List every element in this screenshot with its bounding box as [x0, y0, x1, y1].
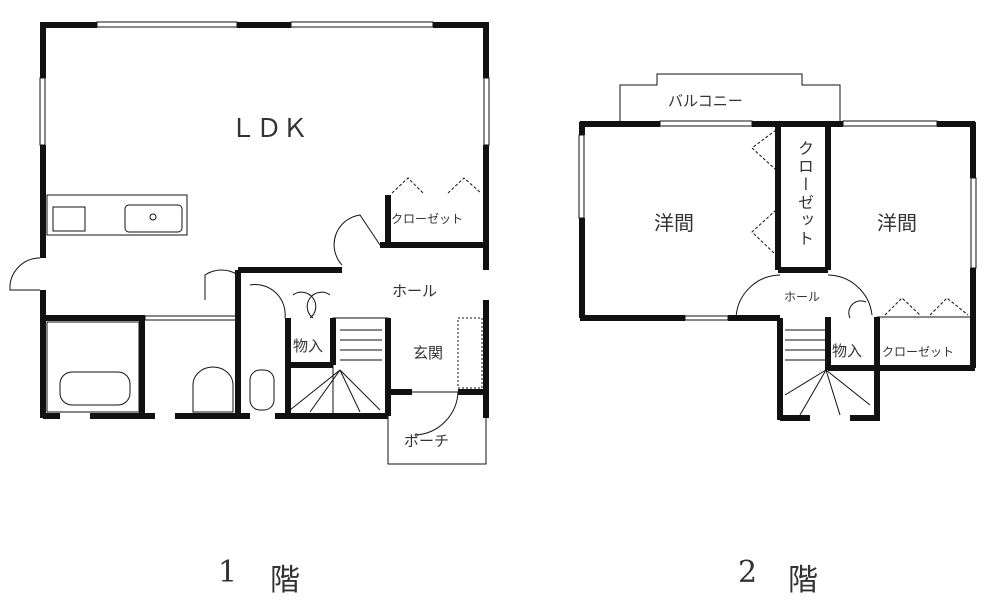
- floor1-title-kanji: 階: [270, 563, 300, 598]
- floor2-doors: [735, 274, 974, 368]
- room-label-closet-2f: クローゼット: [882, 345, 955, 359]
- floor1-windows: [39, 21, 490, 321]
- floor1-doors: [9, 214, 459, 436]
- floor1-stairs: [289, 317, 389, 417]
- room-label-porch: ポーチ: [404, 432, 450, 450]
- porch-outline: [387, 391, 487, 465]
- room-label-hall-2f: ホール: [784, 290, 821, 304]
- kitchen-counter: [46, 194, 188, 236]
- room-label-storage-1f: 物入: [293, 337, 324, 355]
- floor2-stairs: [784, 329, 871, 416]
- room-label-closet-1f: クローゼット: [391, 212, 464, 226]
- floor2-title-number: 2: [738, 555, 758, 590]
- bath-fixtures: [46, 321, 275, 413]
- room-label-closet-vertical: クローゼット: [795, 140, 814, 248]
- balcony-outline: [619, 73, 841, 122]
- floor2-closet-doors: [751, 129, 969, 316]
- floor1-title-number: 1: [218, 555, 238, 590]
- room-label-western-room-left: 洋間: [654, 211, 694, 235]
- room-label-western-room-right: 洋間: [877, 211, 917, 235]
- floor1-closet-doors: [391, 177, 482, 194]
- shoe-cabinet: [457, 317, 483, 389]
- room-label-ldk: ＬＤＫ: [230, 114, 309, 144]
- room-label-storage-2f: 物入: [832, 342, 863, 360]
- room-label-hall-1f: ホール: [392, 282, 438, 300]
- floor2-windows: [578, 120, 977, 321]
- room-label-balcony: バルコニー: [668, 92, 743, 110]
- floor2-title-kanji: 階: [788, 563, 818, 598]
- room-label-entrance: 玄関: [413, 344, 444, 362]
- floor2-walls: [579, 121, 976, 421]
